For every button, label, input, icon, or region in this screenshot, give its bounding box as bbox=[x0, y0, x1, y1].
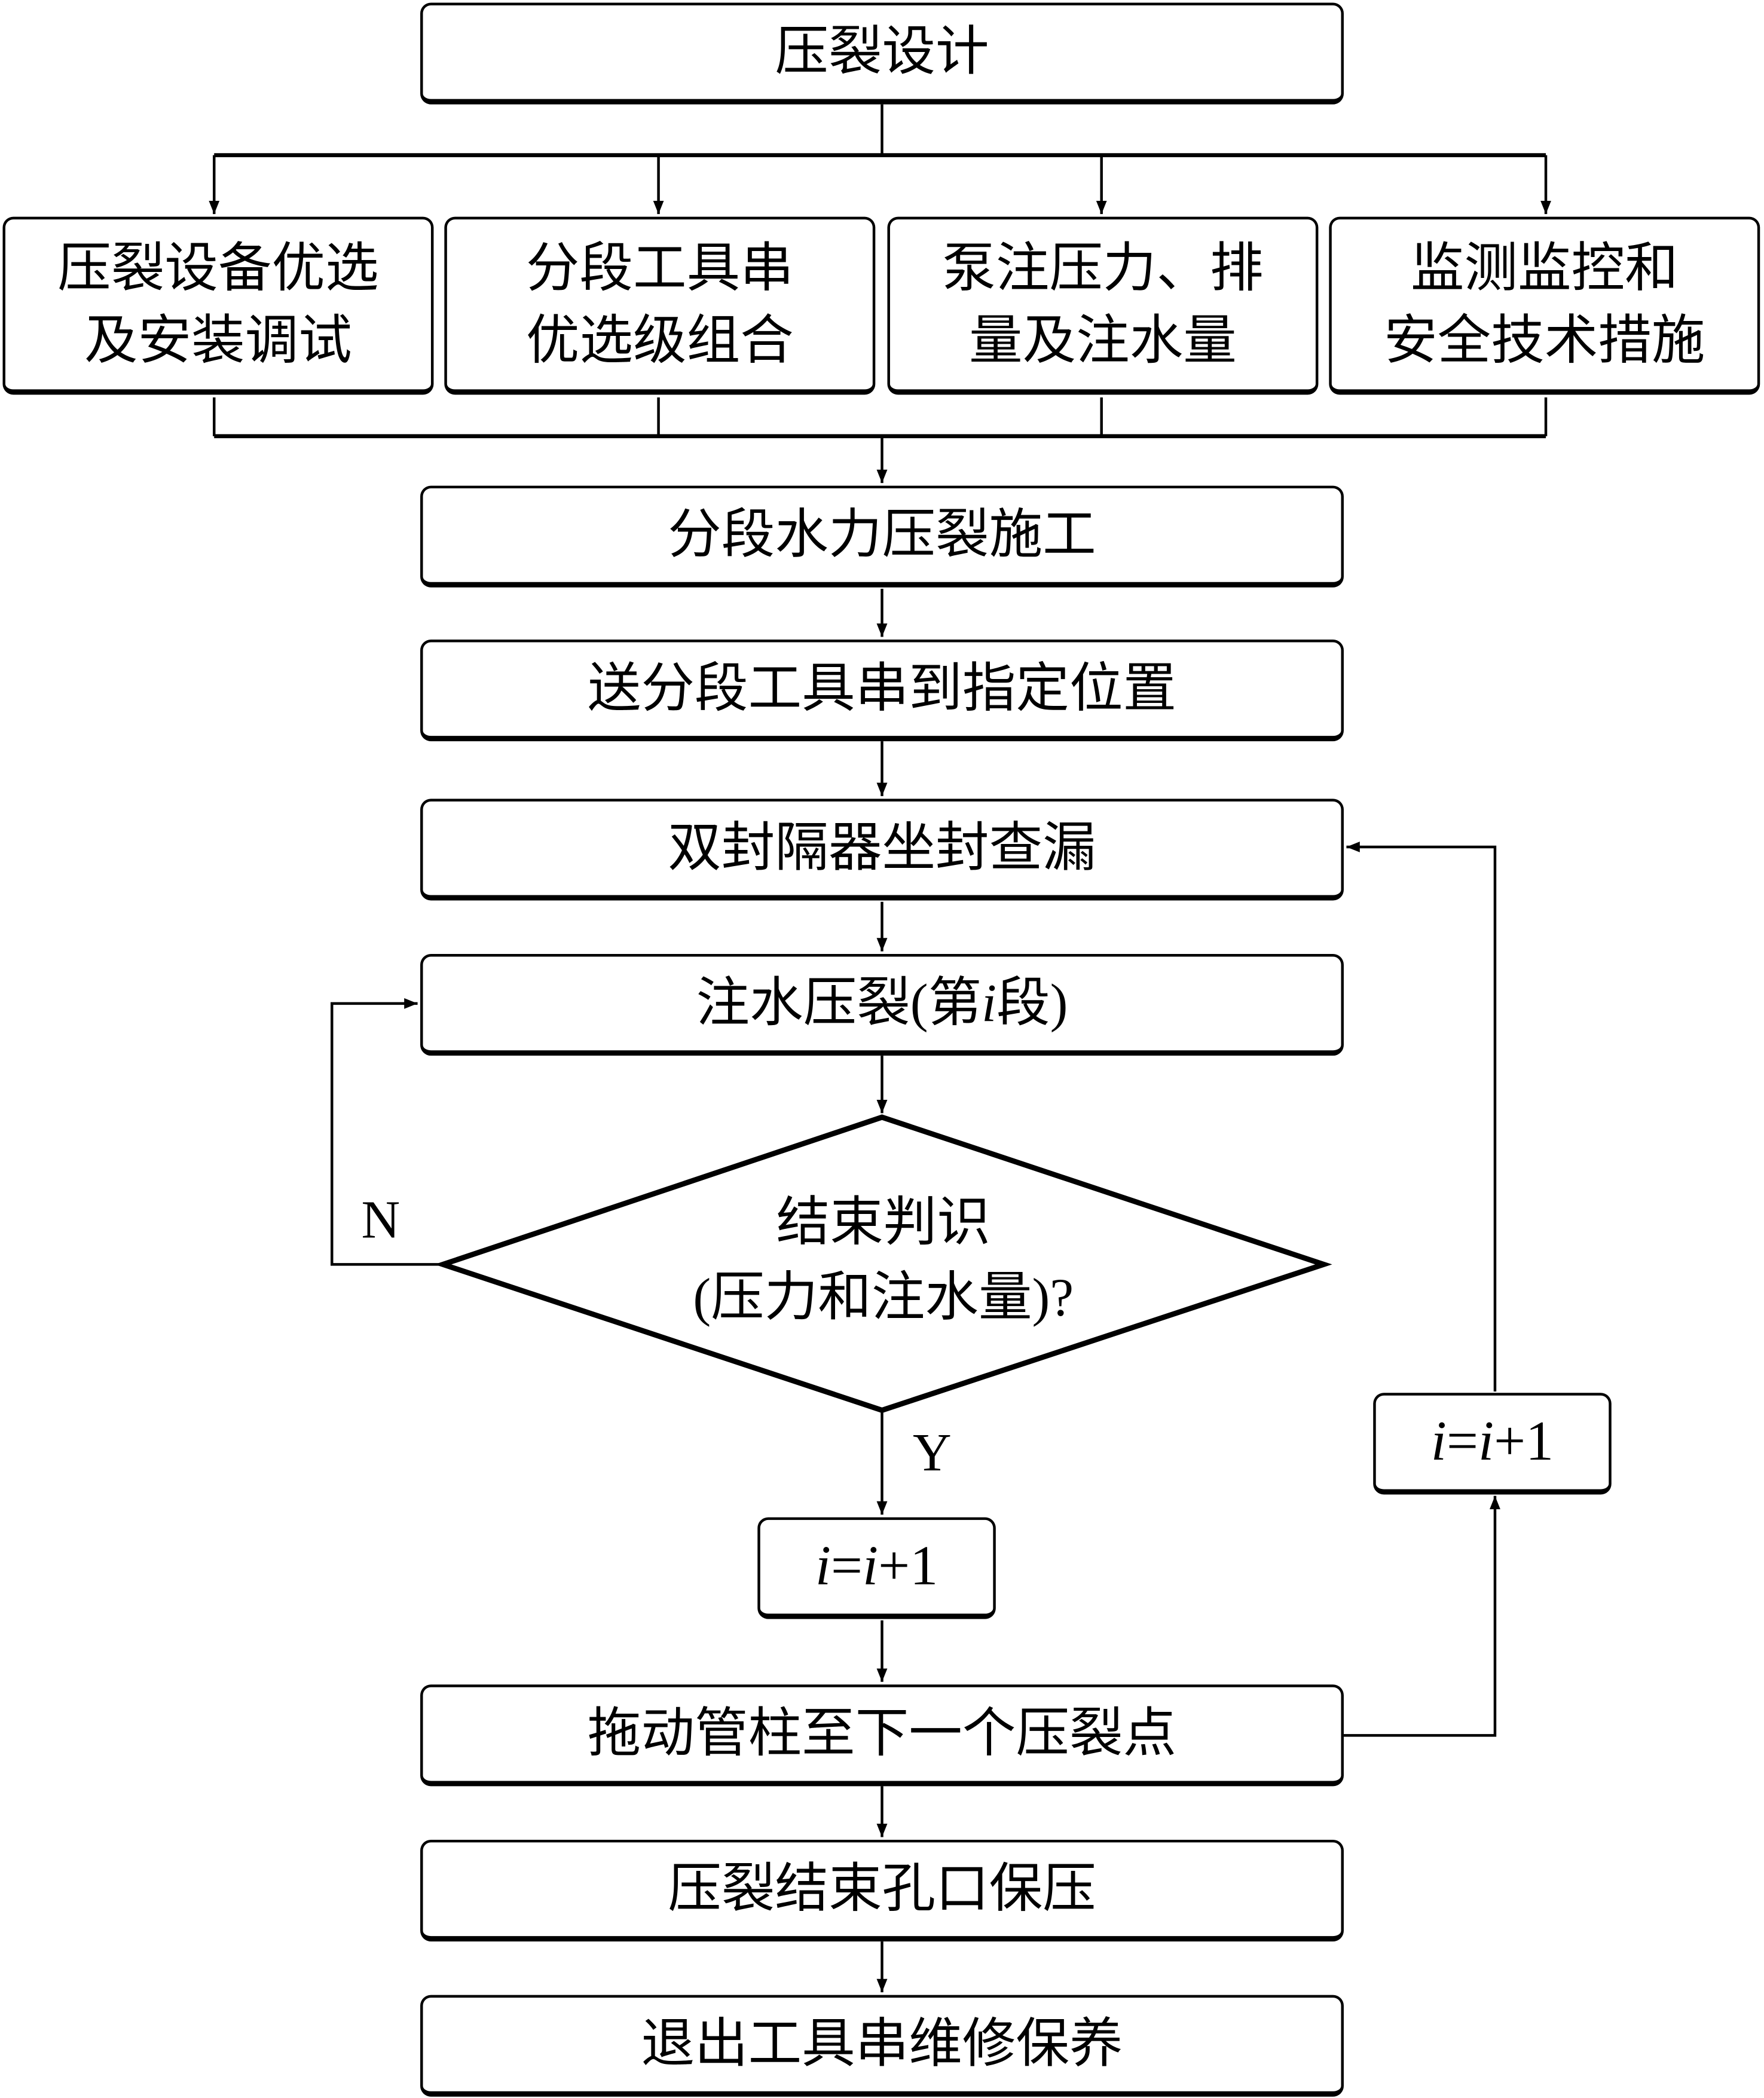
label: 分段工具串 bbox=[525, 237, 794, 298]
label: 分段水力压裂施工 bbox=[668, 504, 1096, 565]
box-deliver: 送分段工具串到指定位置 bbox=[420, 640, 1344, 742]
yes-label: Y bbox=[912, 1422, 952, 1483]
box-increment-right: i=i+1 bbox=[1373, 1393, 1612, 1495]
box-tool-string: 分段工具串优选级组合 bbox=[444, 216, 876, 395]
decision-text: 结束判识 (压力和注水量)? bbox=[562, 1185, 1204, 1335]
label: 注水压裂(第i段) bbox=[696, 972, 1068, 1033]
label: 量及注水量 bbox=[969, 310, 1237, 370]
label: 监测监控和 bbox=[1410, 237, 1679, 298]
label: 结束判识 bbox=[776, 1192, 990, 1253]
box-equipment: 压裂设备优选及安装调试 bbox=[2, 216, 434, 395]
label: 压裂设备优选 bbox=[57, 237, 379, 298]
box-increment-left: i=i+1 bbox=[757, 1517, 996, 1619]
box-inject: 注水压裂(第i段) bbox=[420, 954, 1344, 1056]
label: 压裂设计 bbox=[775, 21, 989, 82]
label: 送分段工具串到指定位置 bbox=[587, 658, 1177, 719]
box-exit: 退出工具串维修保养 bbox=[420, 1995, 1344, 2097]
label: 压裂结束孔口保压 bbox=[668, 1858, 1096, 1919]
label: 双封隔器坐封查漏 bbox=[668, 817, 1096, 878]
box-fracturing-design: 压裂设计 bbox=[420, 2, 1344, 105]
label: 优选级组合 bbox=[525, 310, 794, 370]
label: 及安装调试 bbox=[84, 310, 352, 370]
label: 拖动管柱至下一个压裂点 bbox=[587, 1703, 1177, 1764]
box-drag: 拖动管柱至下一个压裂点 bbox=[420, 1684, 1344, 1787]
label: (压力和注水量)? bbox=[693, 1267, 1074, 1328]
box-seal: 双封隔器坐封查漏 bbox=[420, 799, 1344, 901]
no-label: N bbox=[361, 1189, 401, 1250]
box-construction: 分段水力压裂施工 bbox=[420, 485, 1344, 588]
box-pump-pressure: 泵注压力、排量及注水量 bbox=[887, 216, 1319, 395]
label: 退出工具串维修保养 bbox=[641, 2013, 1123, 2074]
box-hold: 压裂结束孔口保压 bbox=[420, 1839, 1344, 1942]
box-monitoring: 监测监控和安全技术措施 bbox=[1329, 216, 1760, 395]
label: i=i+1 bbox=[1430, 1411, 1554, 1473]
label: 泵注压力、排 bbox=[942, 237, 1264, 298]
label: i=i+1 bbox=[815, 1536, 938, 1598]
label: 安全技术措施 bbox=[1384, 310, 1705, 370]
